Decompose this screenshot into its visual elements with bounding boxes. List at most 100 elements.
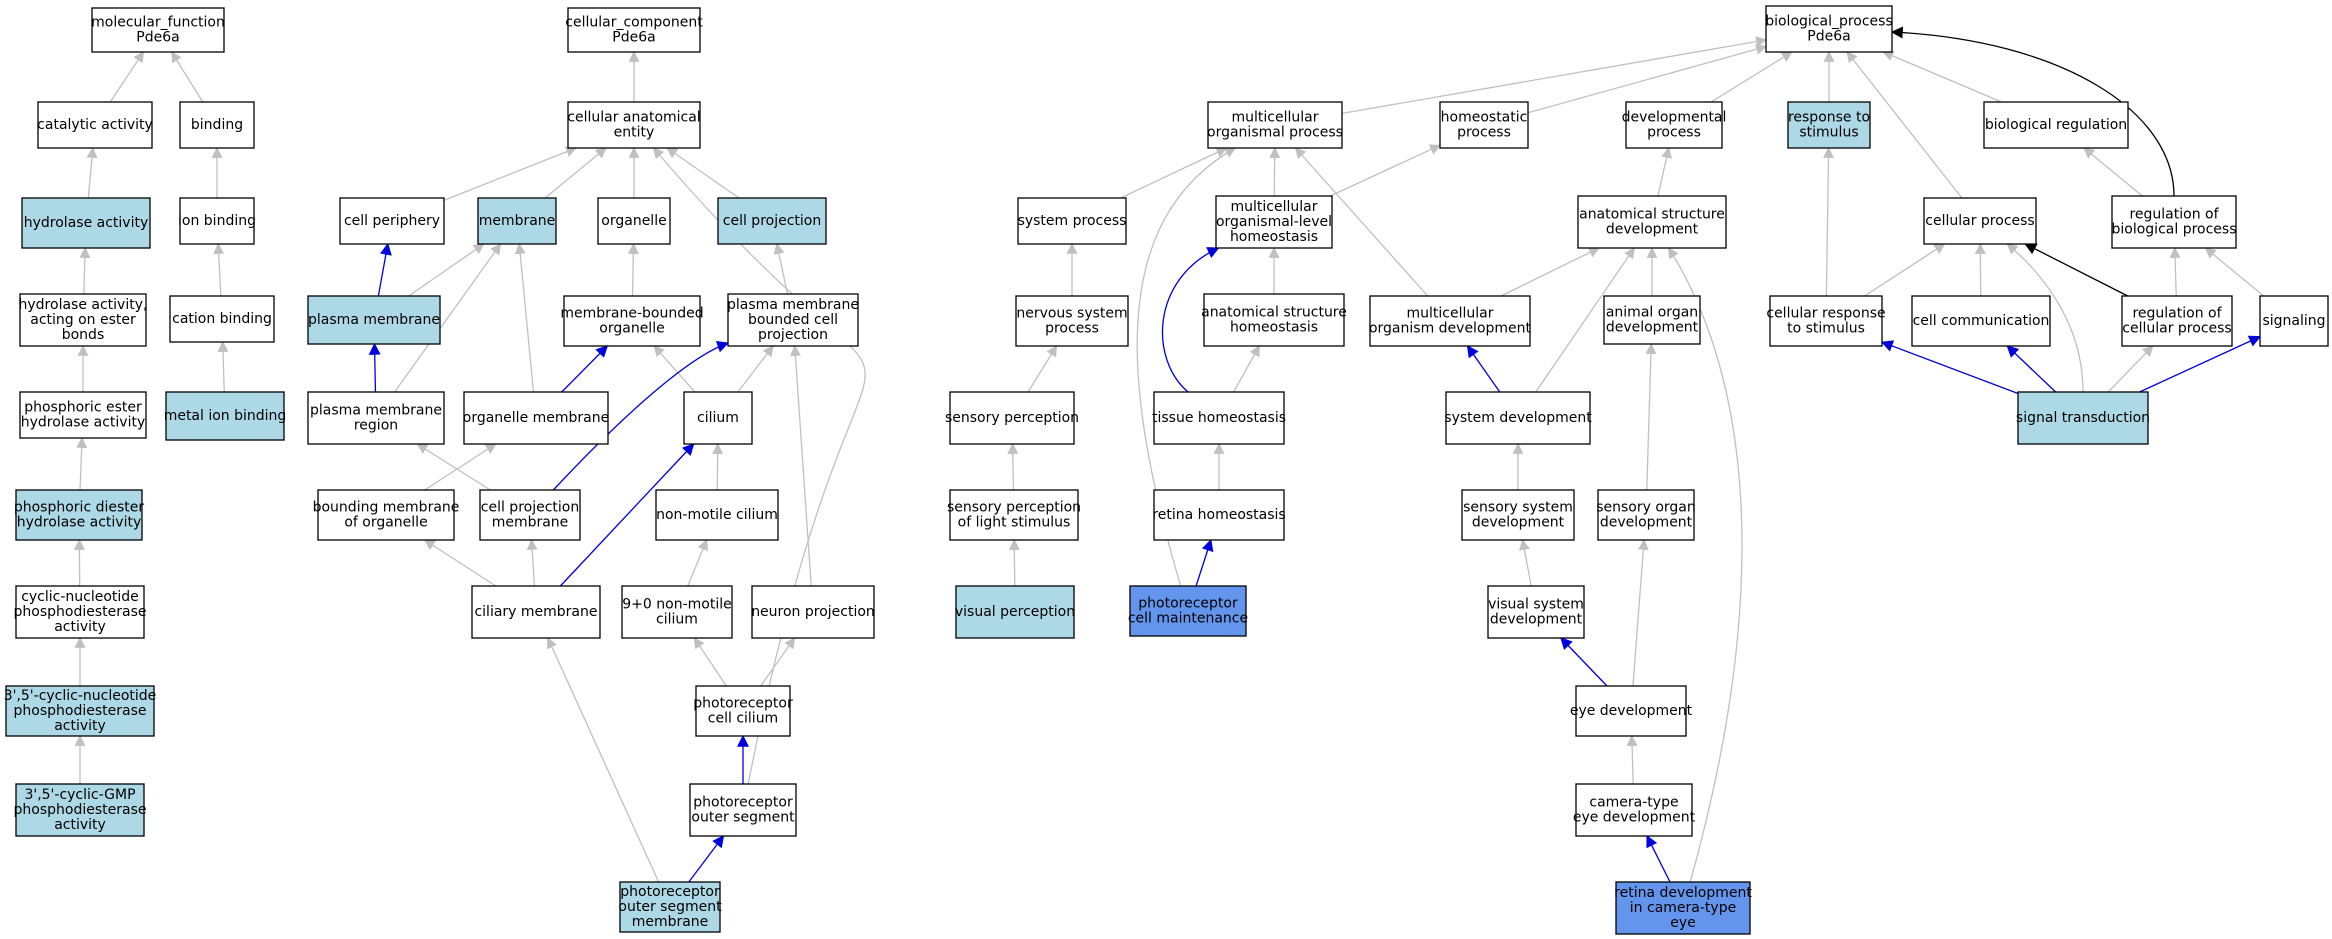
node-label: multicellular xyxy=(1407,306,1494,322)
node-cell-projection[interactable]: cell projection xyxy=(717,197,827,245)
node-box xyxy=(339,197,445,245)
node-label: organismal-level xyxy=(1216,214,1332,230)
node-biological-regulation[interactable]: biological regulation xyxy=(1983,101,2129,149)
node-label: plasma membrane xyxy=(308,312,440,328)
node-cilium[interactable]: cilium xyxy=(683,391,753,445)
node-cellular-process[interactable]: cellular process xyxy=(1923,197,2037,245)
node-signal-transduction[interactable]: signal transduction xyxy=(2016,391,2150,445)
node-box xyxy=(15,585,145,639)
edge-signal_transduction-to-reg_cellular_process xyxy=(2107,345,2154,393)
edge-cilium-to-membrane_bounded_organelle xyxy=(653,345,696,393)
node-hydrolase-activity[interactable]: hydrolase activity xyxy=(21,197,151,249)
node-label: outer segment xyxy=(618,899,722,915)
node-catalytic-activity[interactable]: catalytic activity xyxy=(37,101,153,149)
node-box xyxy=(317,489,455,541)
node-label: hydrolase activity xyxy=(21,415,146,431)
node-label: Pde6a xyxy=(1807,29,1850,45)
edge-homeostatic_process-to-bp_root xyxy=(1527,43,1768,114)
node-system-development[interactable]: system development xyxy=(1444,391,1592,445)
node-retina-homeostasis[interactable]: retina homeostasis xyxy=(1152,489,1286,541)
node-box xyxy=(1207,101,1343,149)
node-cyclic-35-gmp[interactable]: 3',5'-cyclic-GMPphosphodiesteraseactivit… xyxy=(14,783,147,837)
node-ion-binding[interactable]: ion binding xyxy=(178,197,256,245)
node-box xyxy=(717,197,827,245)
node-cation-binding[interactable]: cation binding xyxy=(169,295,275,343)
node-organelle-membrane[interactable]: organelle membrane xyxy=(463,391,609,445)
node-membrane[interactable]: membrane xyxy=(477,197,557,245)
node-visual-perception[interactable]: visual perception xyxy=(955,585,1075,639)
node-non-motile-cilium[interactable]: non-motile cilium xyxy=(655,489,779,541)
node-label: phosphodiesterase xyxy=(14,604,147,620)
node-metal-ion-binding[interactable]: metal ion binding xyxy=(164,391,287,441)
node-cyclic-nuc[interactable]: cyclic-nucleotidephosphodiesteraseactivi… xyxy=(14,585,147,639)
node-system-process[interactable]: system process xyxy=(1017,197,1127,245)
node-sensory-perception[interactable]: sensory perception xyxy=(945,391,1079,445)
node-ciliary-membrane[interactable]: ciliary membrane xyxy=(471,585,601,639)
node-label: phosphodiesterase xyxy=(14,802,147,818)
node-label: homeostasis xyxy=(1230,320,1318,336)
node-binding[interactable]: binding xyxy=(179,101,255,149)
edge-system_process-to-multicellular_organismal_process xyxy=(1120,147,1228,199)
node-cell-periphery[interactable]: cell periphery xyxy=(339,197,445,245)
edge-reg_cellular_process-to-cellular_process xyxy=(2024,243,2129,297)
node-tissue-homeostasis[interactable]: tissue homeostasis xyxy=(1152,391,1286,445)
edge-metal_ion_binding-to-cation_binding xyxy=(217,340,229,393)
node-label: Pde6a xyxy=(136,30,179,46)
node-label: cation binding xyxy=(172,311,272,327)
node-label: signaling xyxy=(2262,313,2325,329)
node-organelle[interactable]: organelle xyxy=(597,197,671,245)
node-neuron-projection[interactable]: neuron projection xyxy=(751,585,875,639)
node-label: stimulus xyxy=(1799,125,1858,141)
node-box xyxy=(463,391,609,445)
node-label: regulation of xyxy=(2132,306,2222,322)
node-box xyxy=(695,685,791,737)
edge-signal_transduction-to-cell_communication xyxy=(2006,345,2057,393)
node-label: photoreceptor xyxy=(620,884,720,900)
node-box xyxy=(1923,197,2037,245)
node-cell-communication[interactable]: cell communication xyxy=(1911,295,2051,347)
node-box xyxy=(471,585,601,639)
node-signaling[interactable]: signaling xyxy=(2259,295,2329,347)
node-eye-development[interactable]: eye development xyxy=(1570,685,1693,737)
node-plasma-membrane[interactable]: plasma membrane xyxy=(307,295,441,345)
node-cyclic-35-nuc[interactable]: 3',5'-cyclic-nucleotidephosphodiesterase… xyxy=(4,685,157,737)
